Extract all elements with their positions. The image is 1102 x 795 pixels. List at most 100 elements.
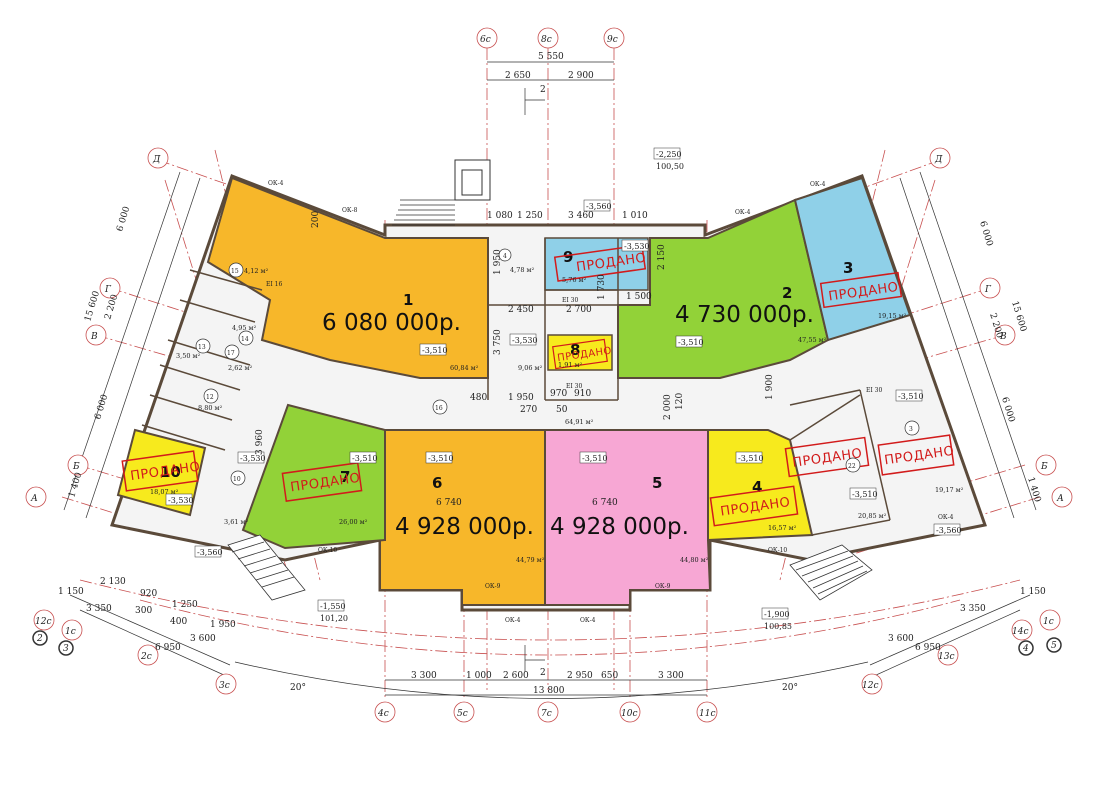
- svg-text:-3,510: -3,510: [582, 454, 608, 463]
- svg-text:480: 480: [470, 393, 487, 403]
- unit-8-area: 1,91 м²: [558, 361, 583, 369]
- svg-text:4,95 м²: 4,95 м²: [232, 324, 257, 332]
- unit-5-area: 44,80 м²: [680, 556, 709, 564]
- svg-text:1 000: 1 000: [466, 671, 492, 681]
- svg-text:2: 2: [540, 85, 546, 95]
- unit-4-number: 4: [752, 478, 762, 496]
- unit-3-number: 3: [843, 259, 853, 277]
- unit-4-area: 16,57 м²: [768, 524, 797, 532]
- svg-text:14с: 14с: [1012, 627, 1029, 637]
- unit-9-number: 9: [563, 248, 573, 266]
- svg-text:ЕI 30: ЕI 30: [866, 387, 882, 394]
- svg-text:2 130: 2 130: [100, 577, 126, 587]
- svg-text:2: 2: [540, 668, 546, 678]
- svg-text:-3,530: -3,530: [168, 496, 194, 505]
- stair-bottom-left: [227, 534, 306, 601]
- svg-text:9,06 м²: 9,06 м²: [518, 364, 543, 372]
- svg-text:3 460: 3 460: [568, 211, 594, 221]
- unit-7-number: 7: [340, 468, 350, 486]
- svg-text:5с: 5с: [457, 709, 468, 719]
- svg-text:1 500: 1 500: [626, 292, 652, 302]
- svg-text:15: 15: [231, 268, 239, 275]
- svg-text:3 300: 3 300: [411, 671, 437, 681]
- svg-text:ОК-4: ОК-4: [505, 617, 521, 624]
- svg-text:6 000: 6 000: [115, 205, 132, 233]
- svg-text:13 800: 13 800: [533, 686, 565, 696]
- svg-text:100,85: 100,85: [764, 622, 792, 631]
- svg-text:200: 200: [311, 211, 321, 228]
- svg-text:2 600: 2 600: [503, 671, 529, 681]
- svg-text:ОК-9: ОК-9: [485, 583, 501, 590]
- axis-bubbles-bottom-right: 1с 14с 13с 12с 5 4: [861, 609, 1062, 695]
- svg-text:4: 4: [503, 253, 507, 260]
- stair-bottom-right: [789, 544, 873, 601]
- unit-1-region[interactable]: [206, 176, 489, 379]
- svg-text:А: А: [30, 494, 38, 504]
- svg-text:ОК-9: ОК-9: [655, 583, 671, 590]
- svg-text:1 900: 1 900: [765, 374, 775, 400]
- svg-text:64,91 м²: 64,91 м²: [565, 418, 594, 426]
- unit-8-region[interactable]: [547, 334, 613, 371]
- svg-text:2 450: 2 450: [508, 305, 534, 315]
- svg-text:Д: Д: [152, 155, 161, 165]
- svg-text:ОК-10: ОК-10: [318, 547, 337, 554]
- unit-5-price: 4 928 000р.: [550, 514, 689, 540]
- svg-text:-1,550: -1,550: [320, 602, 346, 611]
- svg-text:3 750: 3 750: [493, 329, 503, 355]
- svg-text:Б: Б: [72, 462, 80, 472]
- svg-text:2 950: 2 950: [567, 671, 593, 681]
- svg-text:ОК-8: ОК-8: [342, 207, 358, 214]
- svg-text:Г: Г: [984, 285, 992, 295]
- svg-text:3 350: 3 350: [86, 604, 112, 614]
- svg-text:4,12 м²: 4,12 м²: [244, 267, 269, 275]
- unit-10-area: 18,07 м²: [150, 488, 179, 496]
- unit-6-area: 44,79 м²: [516, 556, 545, 564]
- svg-text:300: 300: [135, 606, 152, 616]
- svg-text:-3,510: -3,510: [852, 490, 878, 499]
- axis-bubbles-top: 6с 8с 9с: [476, 27, 625, 49]
- svg-text:12с: 12с: [35, 617, 52, 627]
- svg-text:-3,530: -3,530: [240, 454, 266, 463]
- window-labels: ОК-4 ОК-8 ОК-4 ОК-4 ОК-9 ОК-9 ОК-10 ОК-1…: [266, 180, 954, 624]
- unit-3-area: 19,15 м²: [878, 312, 907, 320]
- level-marks: -3,510 -3,510 -3,510 -3,510 -3,510 -3,51…: [165, 147, 962, 631]
- svg-text:-3,510: -3,510: [898, 392, 924, 401]
- svg-text:1 950: 1 950: [508, 393, 534, 403]
- svg-text:3: 3: [909, 426, 913, 433]
- svg-text:4с: 4с: [377, 709, 389, 719]
- svg-text:Б: Б: [1040, 462, 1048, 472]
- svg-text:-3,510: -3,510: [678, 338, 704, 347]
- svg-text:ЕI 30: ЕI 30: [566, 383, 582, 390]
- svg-text:1 730: 1 730: [597, 274, 607, 300]
- svg-text:3: 3: [63, 644, 69, 654]
- svg-text:1 150: 1 150: [58, 587, 84, 597]
- svg-text:12: 12: [206, 394, 214, 401]
- svg-text:2: 2: [36, 634, 43, 644]
- unit-7-region[interactable]: [241, 403, 386, 550]
- unit-6-price: 4 928 000р.: [395, 514, 534, 540]
- svg-text:3с: 3с: [219, 681, 230, 691]
- svg-text:4: 4: [1022, 644, 1029, 654]
- unit-7-area: 26,00 м²: [339, 518, 368, 526]
- svg-text:6 950: 6 950: [155, 643, 181, 653]
- svg-text:2 900: 2 900: [568, 71, 594, 81]
- unit-2-price: 4 730 000р.: [675, 302, 814, 328]
- svg-text:1 950: 1 950: [493, 249, 503, 275]
- svg-text:1 400: 1 400: [1025, 476, 1042, 504]
- svg-text:5 550: 5 550: [538, 52, 564, 62]
- svg-text:2 700: 2 700: [566, 305, 592, 315]
- svg-text:7с: 7с: [541, 709, 552, 719]
- room-markers: 4 4,78 м² 12 8,80 м² 13 3,50 м² 14 4,95 …: [176, 248, 920, 526]
- unit-3b-area: 19,17 м²: [935, 486, 964, 494]
- svg-text:12с: 12с: [862, 681, 879, 691]
- svg-text:15 600: 15 600: [83, 290, 102, 323]
- svg-text:ОК-4: ОК-4: [580, 617, 596, 624]
- svg-text:-3,510: -3,510: [428, 454, 454, 463]
- svg-text:Д: Д: [934, 155, 943, 165]
- svg-text:ЕI 16: ЕI 16: [266, 281, 282, 288]
- svg-text:1 010: 1 010: [622, 211, 648, 221]
- svg-text:2,62 м²: 2,62 м²: [228, 364, 253, 372]
- axis-bubbles-right: Д Г В Б А: [929, 147, 1073, 508]
- svg-text:2 150: 2 150: [657, 244, 667, 270]
- svg-text:9с: 9с: [607, 35, 618, 45]
